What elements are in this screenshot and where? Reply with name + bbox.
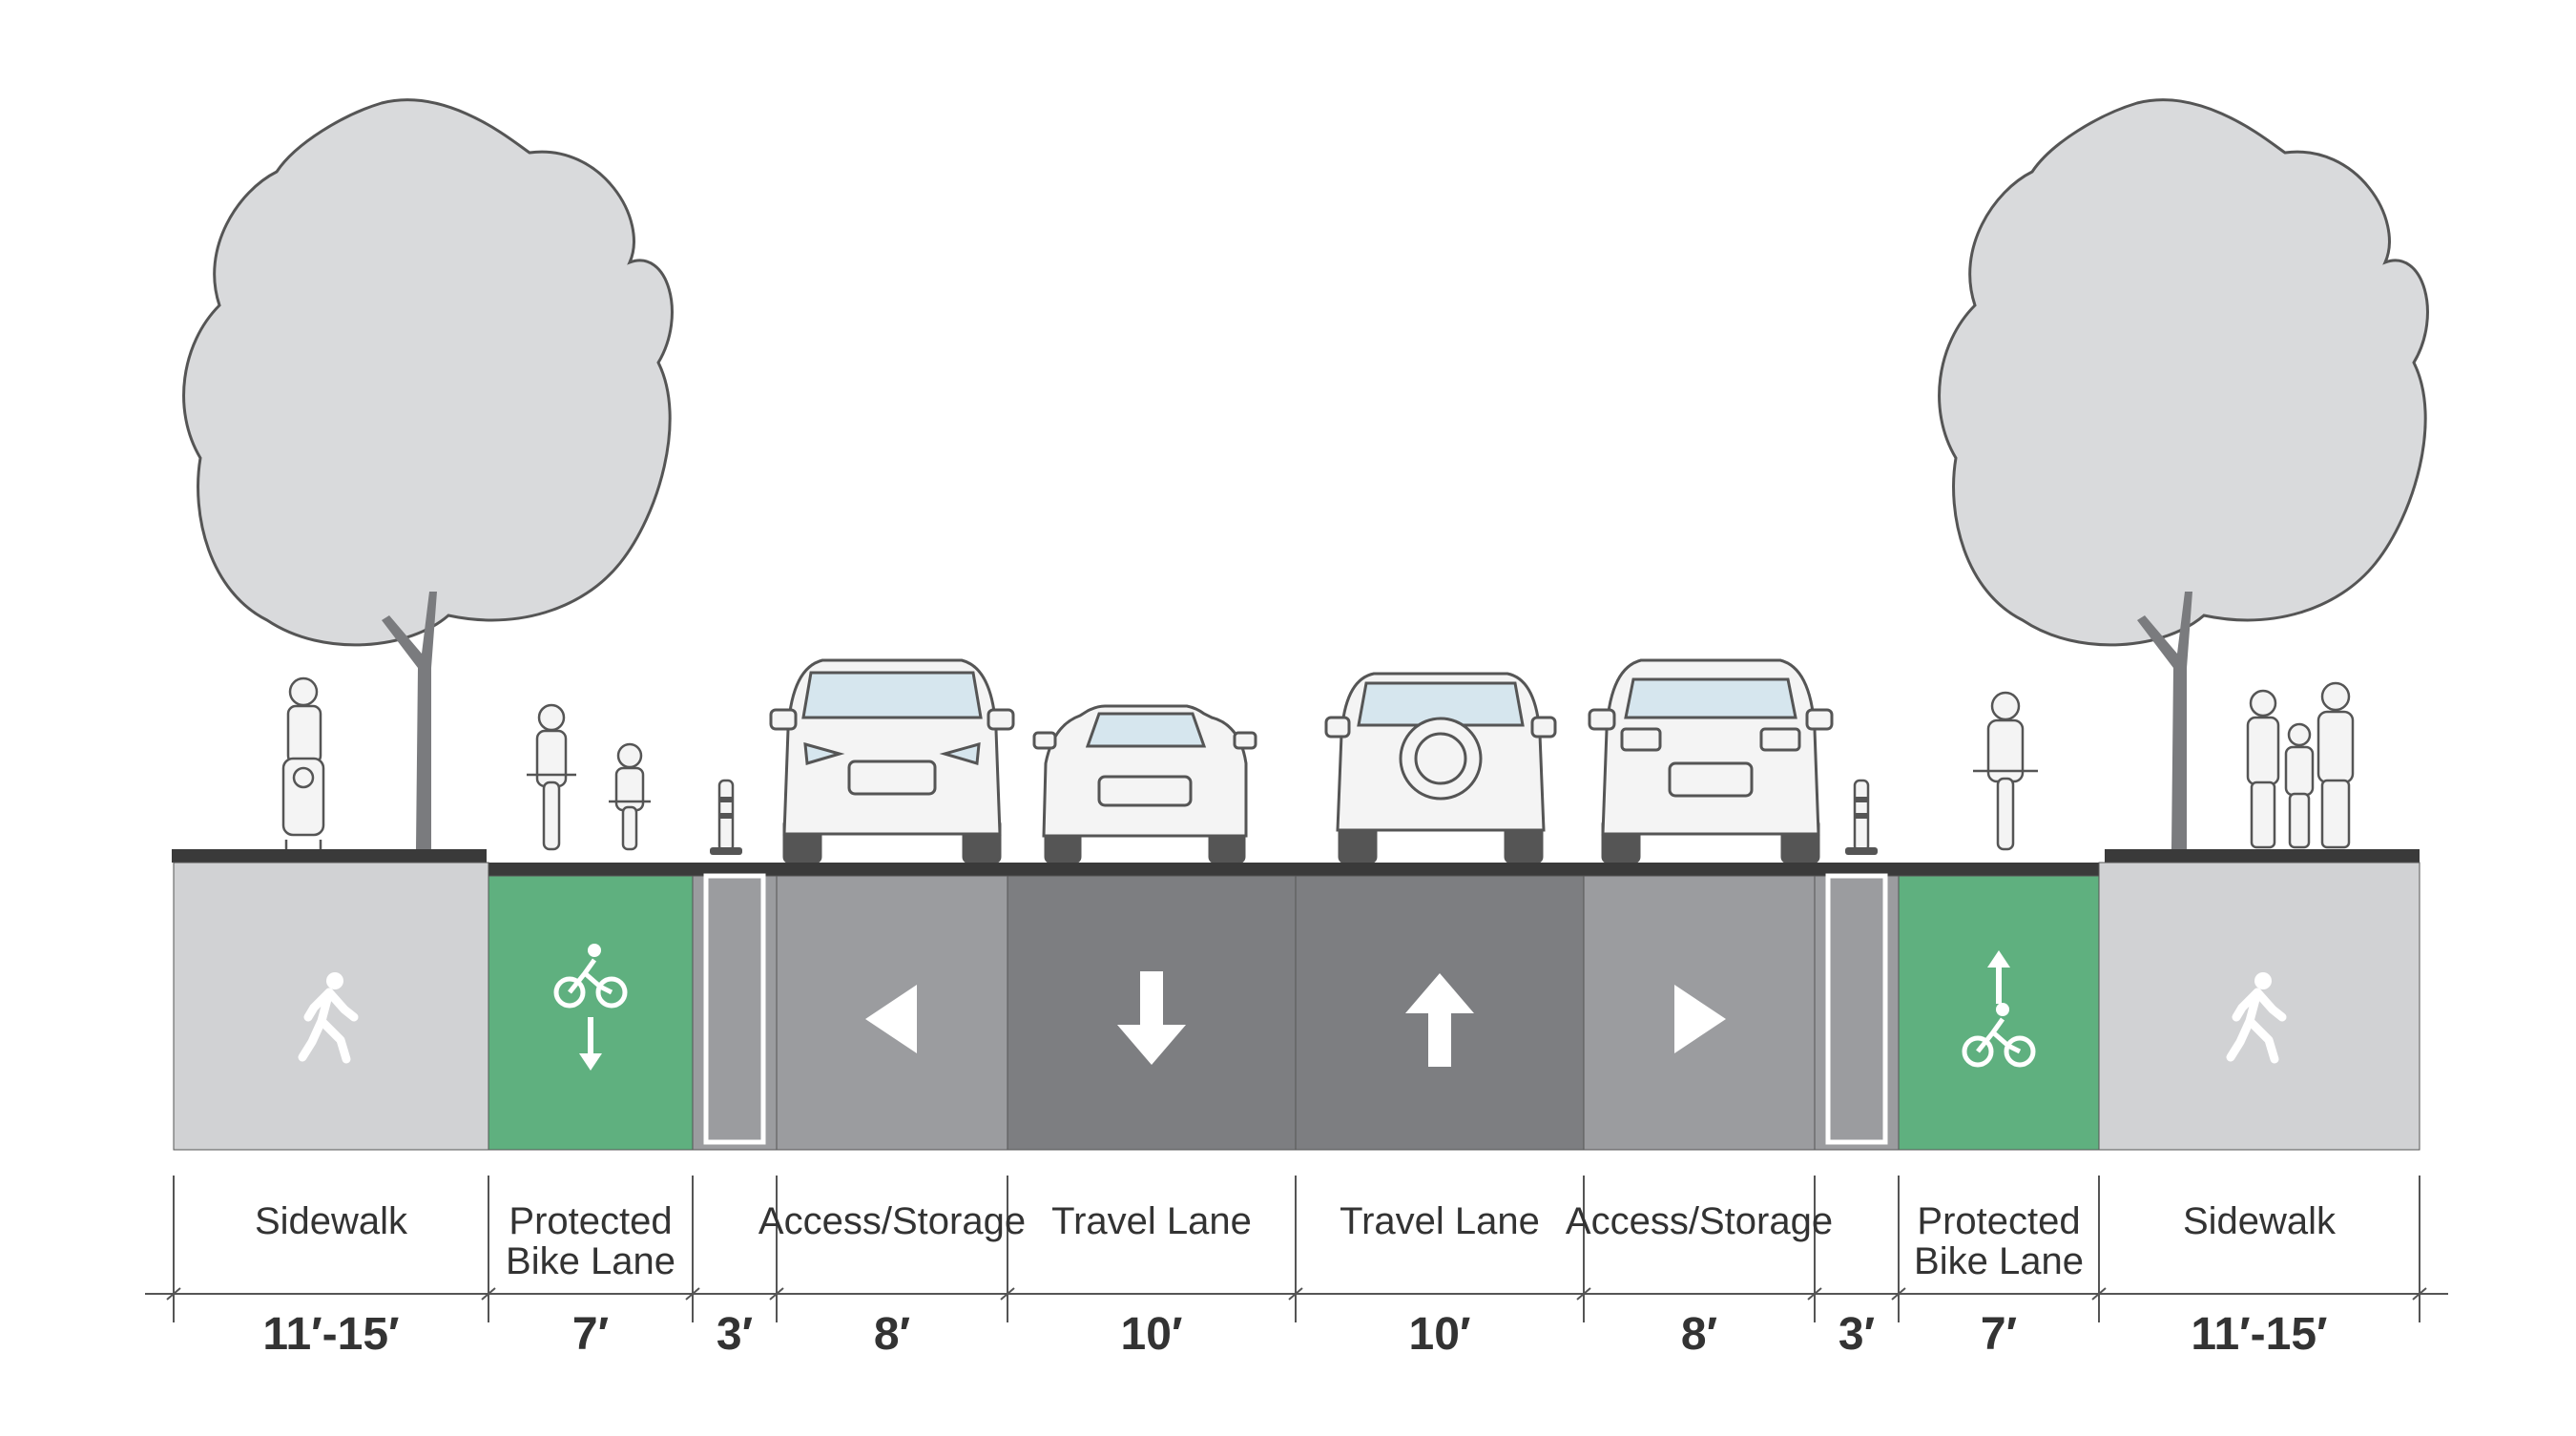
bollard-right bbox=[1845, 779, 1878, 855]
tree-trunk bbox=[382, 592, 437, 849]
lane-blocks bbox=[173, 862, 2420, 1151]
pedestrian-group-right bbox=[2246, 681, 2355, 849]
segment-width: 3′ bbox=[1839, 1309, 1875, 1360]
lane-protected-bike-lane bbox=[1898, 875, 2100, 1151]
segment-label: Protected bbox=[509, 1200, 672, 1242]
lane-surface bbox=[173, 862, 489, 1151]
tree-right bbox=[1938, 98, 2429, 849]
segment-label: Sidewalk bbox=[2183, 1200, 2337, 1242]
segment-label: Access/Storage bbox=[758, 1200, 1026, 1242]
arrow-down-icon bbox=[1117, 971, 1186, 1065]
lane-surface bbox=[488, 875, 694, 1151]
cyclist-child-left bbox=[609, 742, 651, 851]
buffer-curb bbox=[1825, 873, 1888, 1145]
segment-label: Protected bbox=[1917, 1200, 2080, 1242]
suv-rear bbox=[1588, 658, 1834, 864]
arrow-up-icon bbox=[1987, 950, 2010, 1004]
segment-label: Travel Lane bbox=[1051, 1200, 1252, 1242]
lane-travel-lane bbox=[1295, 875, 1585, 1151]
lane-access-storage bbox=[1583, 875, 1816, 1151]
segment-width: 10′ bbox=[1409, 1309, 1471, 1360]
lane-sidewalk bbox=[2098, 862, 2420, 1151]
segment-width: 7′ bbox=[572, 1309, 609, 1360]
segment-width: 10′ bbox=[1121, 1309, 1183, 1360]
lane-protected-bike-lane bbox=[488, 875, 694, 1151]
pedestrian-with-stroller bbox=[281, 676, 325, 851]
bicycle-icon bbox=[553, 944, 628, 1009]
segment-label: Travel Lane bbox=[1340, 1200, 1540, 1242]
suv-rear-spare-tire bbox=[1324, 672, 1557, 864]
lane-surface bbox=[2098, 862, 2420, 1151]
segment-label: Access/Storage bbox=[1566, 1200, 1833, 1242]
buffer-curb bbox=[703, 873, 766, 1145]
tree-canopy bbox=[1938, 98, 2429, 647]
segment-width: 8′ bbox=[1681, 1309, 1717, 1360]
segment-label: Bike Lane bbox=[1914, 1240, 2084, 1282]
tree-left bbox=[182, 98, 674, 849]
segment-width: 11′-15′ bbox=[2191, 1309, 2327, 1360]
suv-front bbox=[769, 658, 1015, 864]
lane-sidewalk bbox=[173, 862, 489, 1151]
triangle-right-icon bbox=[1674, 985, 1726, 1053]
lane-buffer bbox=[692, 873, 778, 1151]
sedan-front bbox=[1032, 704, 1257, 864]
segment-label: Bike Lane bbox=[506, 1240, 675, 1282]
segment-width: 3′ bbox=[717, 1309, 753, 1360]
cyclist-adult-left bbox=[527, 703, 576, 851]
bike-up-icon bbox=[1962, 950, 2036, 1068]
tree-trunk bbox=[2137, 592, 2192, 849]
segment-width: 8′ bbox=[874, 1309, 910, 1360]
arrow-up-icon bbox=[1405, 973, 1474, 1067]
lane-surface bbox=[776, 875, 1008, 1151]
tree-canopy bbox=[182, 98, 674, 647]
segment-width: 11′-15′ bbox=[262, 1309, 399, 1360]
bollard-left bbox=[710, 779, 742, 855]
lane-buffer bbox=[1814, 873, 1900, 1151]
segment-label: Sidewalk bbox=[255, 1200, 408, 1242]
triangle-left-icon bbox=[865, 985, 917, 1053]
road-surface bbox=[172, 849, 2420, 876]
bicycle-icon bbox=[1962, 1003, 2036, 1068]
lane-access-storage bbox=[776, 875, 1008, 1151]
dimension-lines bbox=[145, 1176, 2448, 1322]
bike-down-icon bbox=[553, 944, 628, 1071]
segment-width: 7′ bbox=[1981, 1309, 2017, 1360]
arrow-down-icon bbox=[579, 1017, 602, 1071]
segment-widths: 11′-15′ 7′ 3′ 8′ 10′ 10′ 8′ 3′ 7′ 11′-15′ bbox=[262, 1309, 2327, 1360]
cyclist-right bbox=[1973, 691, 2038, 851]
pedestrian-icon bbox=[298, 972, 359, 1064]
lane-travel-lane bbox=[1007, 875, 1297, 1151]
pedestrian-icon bbox=[2226, 972, 2287, 1064]
